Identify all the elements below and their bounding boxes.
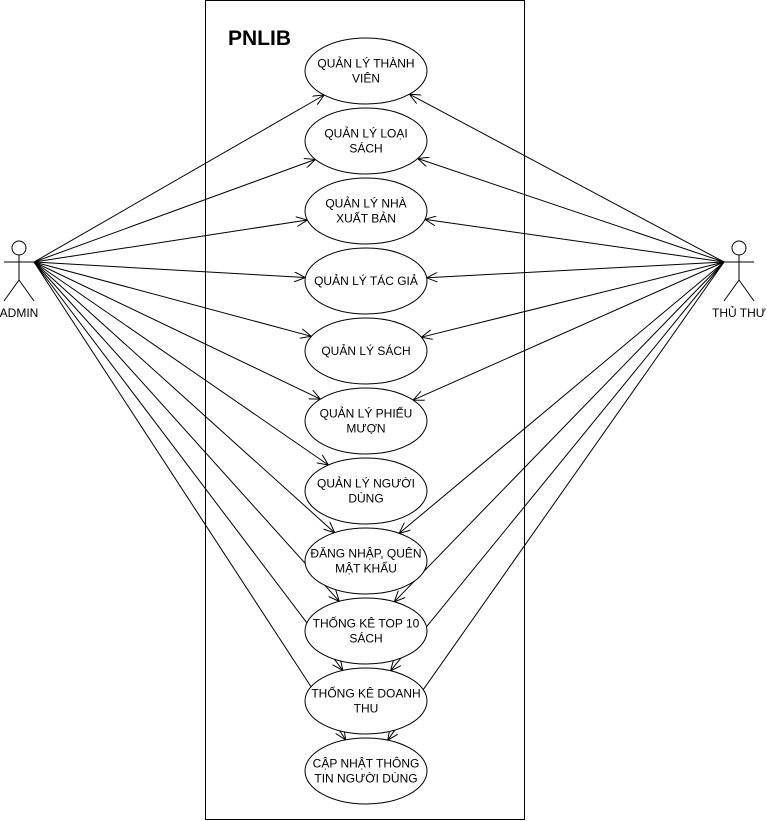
associations bbox=[33, 94, 725, 740]
librarian-association-uc-quan-ly-tac-gia bbox=[427, 261, 725, 278]
use-case-label: QUẢN LÝ SÁCH bbox=[321, 343, 410, 358]
librarian-association-uc-quan-ly-thanh-vien bbox=[409, 94, 725, 263]
use-case-label: TIN NGƯỜI DÙNG bbox=[314, 771, 417, 786]
use-case-label: QUẢN LÝ LOẠI bbox=[324, 126, 407, 141]
use-case-label: MƯỢN bbox=[346, 422, 385, 436]
use-case-label: QUẢN LÝ NHÀ bbox=[325, 196, 406, 211]
admin-association-uc-quan-ly-sach bbox=[33, 261, 311, 336]
admin-association-uc-quan-ly-nguoi-dung bbox=[33, 261, 328, 465]
use-case-ellipse bbox=[304, 597, 428, 665]
system-title: PNLIB bbox=[228, 27, 291, 50]
use-case-label: THU bbox=[354, 702, 379, 716]
librarian-association-uc-quan-ly-loai-sach bbox=[418, 159, 725, 263]
admin-actor[interactable]: ADMIN bbox=[0, 240, 38, 320]
admin-actor-head-icon bbox=[11, 240, 27, 256]
use-case-label: ĐĂNG NHẬP, QUÊN bbox=[310, 546, 421, 561]
use-case-ellipse bbox=[304, 37, 428, 105]
use-case-ellipse bbox=[304, 317, 428, 385]
admin-actor-right-leg bbox=[18, 279, 35, 302]
librarian-association-uc-quan-ly-sach bbox=[421, 261, 725, 337]
librarian-actor-head-icon bbox=[731, 240, 747, 256]
librarian-association-uc-dang-nhap bbox=[399, 261, 725, 533]
librarian-association-uc-quan-ly-phieu-muon bbox=[413, 261, 725, 400]
uc-quan-ly-sach[interactable]: QUẢN LÝ SÁCH bbox=[304, 317, 428, 385]
use-case-label: VIÊN bbox=[352, 71, 380, 86]
admin-association-uc-thong-ke-top-10 bbox=[33, 261, 339, 601]
use-case-label: SÁCH bbox=[349, 631, 382, 646]
use-case-label: CẬP NHẬT THÔNG bbox=[313, 756, 420, 771]
use-case-label: THỐNG KÊ TOP 10 bbox=[313, 616, 420, 631]
librarian-actor[interactable]: THỦ THƯ bbox=[712, 240, 766, 320]
admin-association-uc-cap-nhat-thong-tin bbox=[33, 261, 346, 740]
librarian-actor-label: THỦ THƯ bbox=[712, 305, 766, 320]
use-case-ellipse bbox=[304, 387, 428, 455]
use-case-label: QUẢN LÝ NGƯỜI bbox=[317, 476, 415, 491]
use-case-label: DÙNG bbox=[348, 491, 383, 506]
use-case-label: THỐNG KÊ DOANH bbox=[311, 686, 420, 701]
use-case-ellipse bbox=[304, 457, 428, 525]
librarian-association-uc-quan-ly-nha-xuat-ban bbox=[425, 219, 725, 263]
use-case-ellipse bbox=[304, 737, 428, 805]
admin-association-uc-quan-ly-loai-sach bbox=[33, 159, 315, 263]
use-case-label: QUẢN LÝ PHIẾU bbox=[320, 406, 413, 421]
admin-association-uc-quan-ly-phieu-muon bbox=[33, 261, 320, 399]
admin-association-uc-quan-ly-nha-xuat-ban bbox=[33, 220, 307, 263]
librarian-association-uc-thong-ke-top-10 bbox=[394, 261, 725, 602]
librarian-actor-left-leg bbox=[723, 279, 740, 302]
admin-actor-left-leg bbox=[3, 279, 20, 302]
use-case-label: QUẢN LÝ TÁC GIẢ bbox=[314, 273, 418, 288]
uc-quan-ly-tac-gia[interactable]: QUẢN LÝ TÁC GIẢ bbox=[304, 247, 428, 315]
use-case-ellipse bbox=[304, 107, 428, 175]
use-case-ellipse bbox=[304, 177, 428, 245]
admin-association-uc-quan-ly-tac-gia bbox=[33, 261, 305, 278]
use-case-label: XUẤT BẢN bbox=[336, 211, 396, 226]
admin-association-uc-dang-nhap bbox=[33, 261, 335, 533]
librarian-association-uc-thong-ke-doanh-thu bbox=[391, 261, 725, 671]
librarian-actor-right-leg bbox=[738, 279, 755, 302]
use-case-label: QUẢN LÝ THÀNH bbox=[317, 56, 414, 71]
use-case-label: MẬT KHẨU bbox=[335, 561, 397, 576]
admin-association-uc-quan-ly-thanh-vien bbox=[33, 95, 324, 263]
use-case-ellipse bbox=[304, 247, 428, 315]
use-case-ellipse bbox=[304, 527, 428, 595]
use-case-label: SÁCH bbox=[349, 141, 382, 156]
librarian-association-uc-cap-nhat-thong-tin bbox=[388, 261, 725, 740]
use-case-ellipse bbox=[304, 667, 428, 735]
admin-actor-label: ADMIN bbox=[0, 306, 38, 320]
admin-association-uc-thong-ke-doanh-thu bbox=[33, 261, 343, 671]
